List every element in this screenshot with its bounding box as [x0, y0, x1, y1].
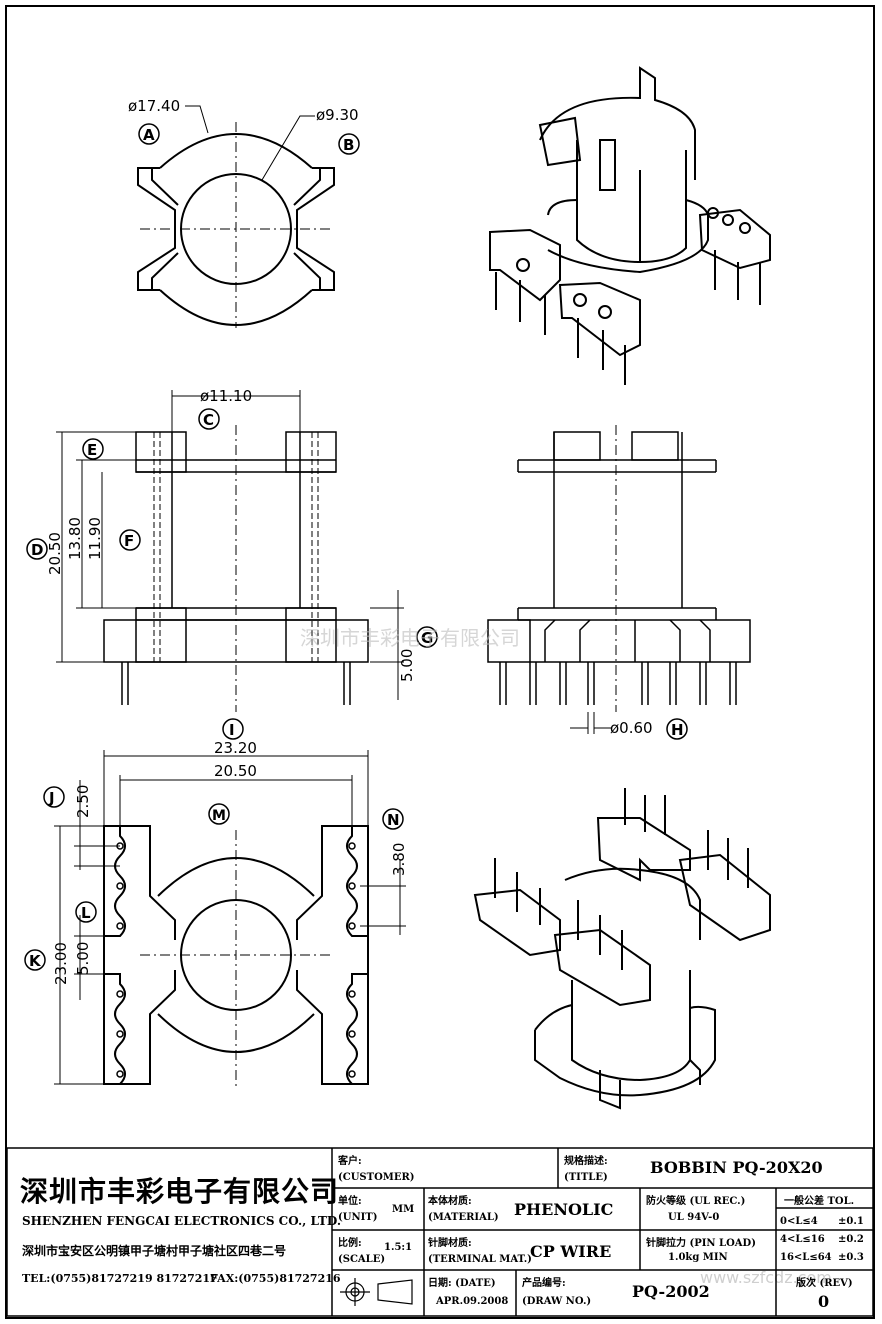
svg-text:E: E — [87, 441, 97, 459]
company-address: 深圳市宝安区公明镇甲子塘村甲子塘社区四巷二号 — [22, 1244, 287, 1258]
date-label: 日期: (DATE) — [428, 1278, 496, 1289]
title-label-cn: 规格描述: — [564, 1156, 608, 1167]
svg-text:M: M — [212, 808, 226, 824]
label-B: B — [338, 133, 360, 155]
unit-label-cn: 单位: — [338, 1196, 362, 1207]
ul-label: 防火等级 (UL REC.) — [646, 1196, 746, 1207]
svg-text:I: I — [229, 721, 235, 739]
drawno-label-en: (DRAW NO.) — [522, 1296, 592, 1307]
material-label-en: (MATERIAL) — [428, 1212, 499, 1223]
watermark-url: www.szfcdz.com — [700, 1268, 832, 1287]
label-E: E — [82, 438, 104, 460]
svg-text:L: L — [81, 904, 91, 922]
tolerance-value-1: ±0.1 — [838, 1216, 864, 1227]
dim-pitch-top: 2.50 — [74, 785, 92, 818]
terminal-label-en: (TERMINAL MAT.) — [428, 1254, 532, 1265]
ul-value: UL 94V-0 — [668, 1212, 720, 1223]
svg-text:G: G — [421, 629, 433, 647]
scale-label-en: (SCALE) — [338, 1254, 386, 1265]
tolerance-range-3: 16<L≤64 — [780, 1252, 832, 1263]
projection-symbol-icon — [340, 1278, 413, 1306]
company-tel: TEL:(0755)81727219 81727217 — [22, 1272, 218, 1285]
svg-text:B: B — [343, 136, 354, 154]
pinload-value: 1.0kg MIN — [668, 1252, 728, 1263]
tolerance-range-1: 0<L≤4 — [780, 1216, 818, 1227]
isometric-top-view — [489, 66, 771, 385]
terminal-label-cn: 针脚材质: — [428, 1238, 472, 1249]
dim-base-height: 5.00 — [398, 649, 416, 682]
dim-side-width: ø11.10 — [200, 387, 252, 405]
dim-pin-dia: ø0.60 — [610, 719, 653, 737]
title-block-grid — [6, 1147, 874, 1317]
title-value: BOBBIN PQ-20X20 — [650, 1158, 823, 1177]
scale-label-cn: 比例: — [338, 1238, 362, 1249]
front-view — [487, 431, 751, 705]
label-J: J — [43, 786, 65, 808]
tolerance-title: 一般公差 TOL. — [784, 1196, 855, 1207]
scale-value: 1.5:1 — [384, 1242, 413, 1253]
svg-text:A: A — [143, 126, 155, 144]
isometric-bottom-view — [473, 788, 771, 1110]
label-L: L — [75, 901, 97, 923]
pinload-label: 针脚拉力 (PIN LOAD) — [646, 1238, 756, 1249]
tolerance-value-2: ±0.2 — [838, 1234, 864, 1245]
tolerance-value-3: ±0.3 — [838, 1252, 864, 1263]
svg-text:K: K — [29, 952, 42, 970]
label-D: D — [26, 538, 48, 560]
unit-label-en: (UNIT) — [338, 1212, 378, 1223]
material-label-cn: 本体材质: — [428, 1196, 472, 1207]
dim-pitch-gap: 5.00 — [74, 942, 92, 975]
dim-bottom-width-inner: 20.50 — [214, 762, 257, 780]
dim-top-outer-dia: ø17.40 — [128, 97, 180, 115]
label-H: H — [666, 718, 688, 740]
drawno-label-cn: 产品编号: — [522, 1278, 566, 1289]
rev-value: 0 — [818, 1292, 830, 1311]
label-K: K — [24, 949, 46, 971]
dim-height-mid: 13.80 — [66, 517, 84, 560]
label-I: I — [222, 718, 244, 740]
svg-text:J: J — [48, 789, 55, 807]
customer-label-en: (CUSTOMER) — [338, 1172, 415, 1183]
svg-text:F: F — [124, 532, 134, 550]
label-N: N — [382, 808, 404, 830]
svg-text:C: C — [203, 411, 214, 429]
top-view — [137, 133, 335, 326]
svg-text:N: N — [387, 811, 400, 829]
dim-top-inner-dia: ø9.30 — [316, 106, 359, 124]
label-F: F — [119, 529, 141, 551]
tolerance-range-2: 4<L≤16 — [780, 1234, 825, 1245]
customer-label-cn: 客户: — [338, 1156, 362, 1167]
dim-pitch-right: 3.80 — [390, 843, 408, 876]
company-name-cn: 深圳市丰彩电子有限公司 — [20, 1175, 340, 1208]
side-view — [103, 431, 369, 705]
drawno-value: PQ-2002 — [632, 1282, 710, 1301]
svg-text:D: D — [31, 541, 43, 559]
label-G: G — [416, 626, 438, 648]
dim-height-total: 20.50 — [46, 532, 64, 575]
dim-bottom-width-outer: 23.20 — [214, 739, 257, 757]
date-value: APR.09.2008 — [436, 1296, 509, 1307]
terminal-value: CP WIRE — [530, 1242, 612, 1261]
company-fax: FAX:(0755)81727216 — [210, 1272, 341, 1285]
title-label-en: (TITLE) — [564, 1172, 608, 1183]
label-A: A — [138, 123, 160, 145]
dim-bottom-height: 23.00 — [52, 942, 70, 985]
dim-height-inner: 11.90 — [86, 517, 104, 560]
watermark: 深圳市丰彩电子有限公司 — [300, 626, 520, 650]
label-C: C — [198, 408, 220, 430]
unit-value: MM — [392, 1204, 415, 1215]
label-M: M — [208, 803, 230, 825]
svg-text:H: H — [671, 721, 684, 739]
material-value: PHENOLIC — [514, 1200, 614, 1219]
company-name-en: SHENZHEN FENGCAI ELECTRONICS CO., LTD. — [22, 1214, 342, 1228]
rev-label: 版次 (REV) — [796, 1278, 853, 1289]
